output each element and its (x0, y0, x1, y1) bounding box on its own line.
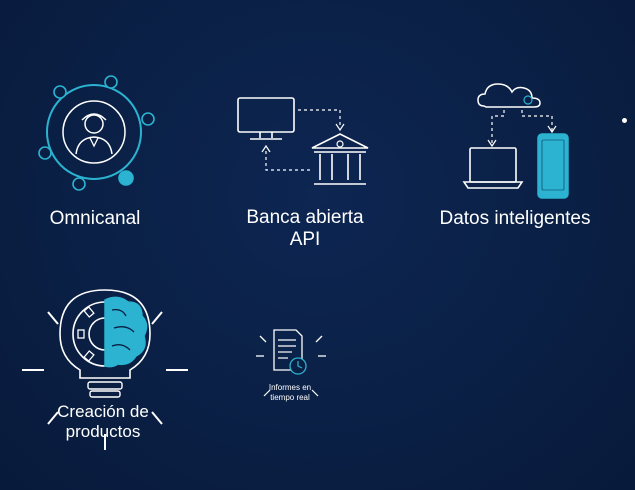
banca-abierta-line: Banca abierta (246, 207, 364, 228)
datos-inteligentes-label: Datos inteligentes (439, 208, 591, 229)
report-rays-icon (263, 389, 319, 397)
report-clock-icon (256, 329, 326, 375)
creacion-de-line: Creación de (57, 402, 149, 421)
informes-en-line: Informes en (268, 383, 312, 392)
informes-tiempo-real-label: Informes en tiempo real (255, 383, 325, 402)
omnicanal-label: Omnicanal (49, 208, 141, 229)
api-line: API (289, 228, 321, 250)
banca-abierta-api-label: Banca abierta API (215, 207, 395, 251)
omnichannel-person-icon (38, 75, 155, 191)
bank-api-icon (237, 97, 369, 185)
bulb-brain-gear-icon (22, 289, 188, 450)
tiempo-real-line: tiempo real (270, 392, 310, 402)
cloud-devices-icon (462, 83, 569, 199)
decorative-dot (622, 118, 627, 123)
productos-line: productos (65, 421, 141, 441)
creacion-productos-label: Creación de productos (38, 402, 168, 441)
